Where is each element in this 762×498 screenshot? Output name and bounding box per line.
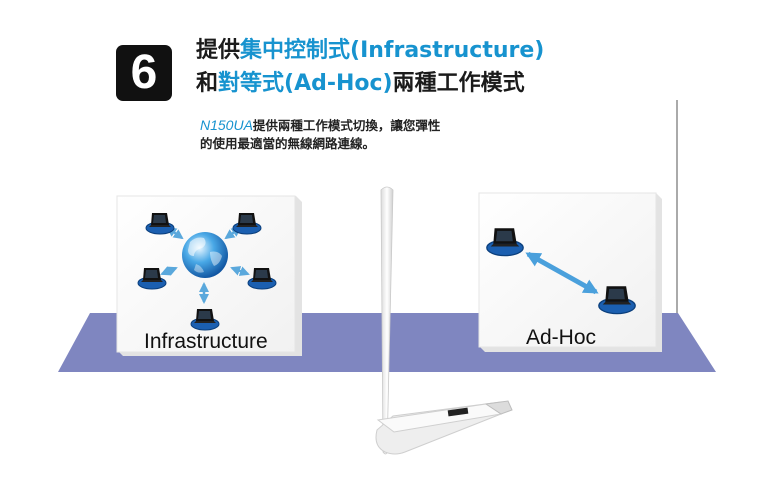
step-badge: 6 — [116, 45, 172, 101]
globe-icon — [182, 232, 228, 278]
heading-line-2-suffix: 兩種工作模式 — [392, 71, 525, 96]
heading-line-2-highlight: 對等式(Ad-Hoc) — [218, 71, 393, 96]
heading-line-1: 提供集中控制式(Infrastructure) — [196, 37, 544, 65]
heading-line-2: 和對等式(Ad-Hoc)兩種工作模式 — [196, 70, 525, 98]
description-line-2-text: 的使用最適當的無線網路連線。 — [200, 136, 376, 151]
double-arrow-icon — [525, 251, 599, 295]
description-line-2: 的使用最適當的無線網路連線。 — [200, 135, 375, 153]
description-line-1-text: 提供兩種工作模式切換，讓您彈性 — [252, 118, 441, 133]
heading-line-2-prefix: 和 — [196, 71, 219, 96]
usb-adapter — [375, 186, 513, 455]
heading-line-1-prefix: 提供 — [196, 38, 241, 63]
infrastructure-label: Infrastructure — [144, 330, 268, 353]
adhoc-label: Ad-Hoc — [526, 326, 597, 349]
brand-logo — [447, 407, 469, 417]
model-name: N150UA — [200, 117, 253, 133]
heading-line-1-highlight: 集中控制式(Infrastructure) — [240, 38, 545, 63]
description-line-1: N150UA提供兩種工作模式切換，讓您彈性 — [200, 116, 440, 135]
